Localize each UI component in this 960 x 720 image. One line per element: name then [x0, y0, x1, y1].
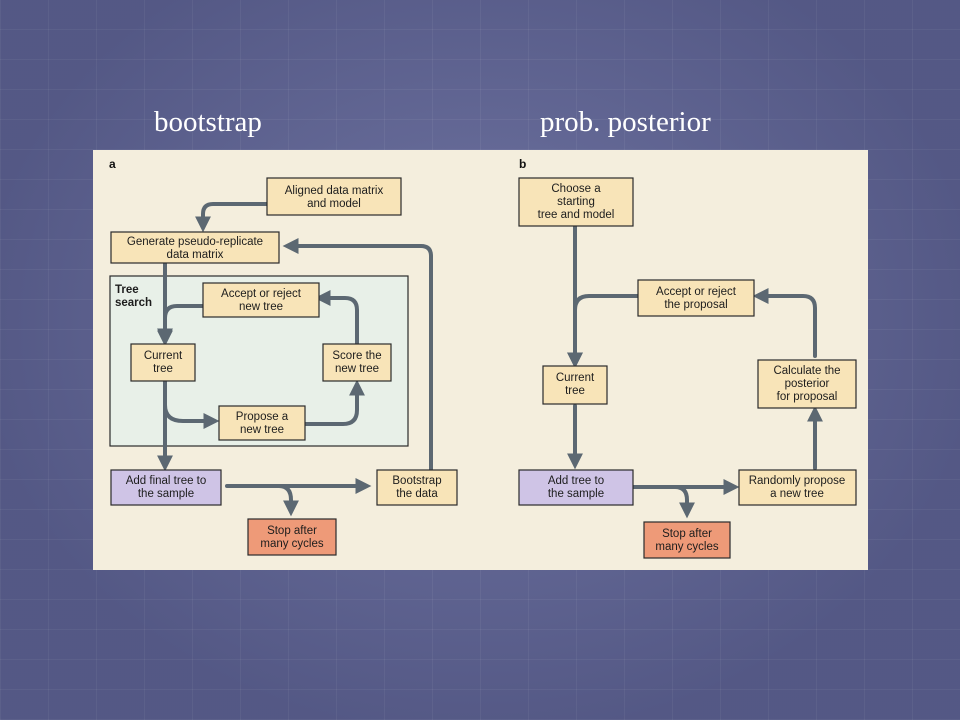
svg-text:and model: and model — [307, 198, 361, 210]
svg-text:new tree: new tree — [335, 363, 379, 375]
svg-text:Stop after: Stop after — [662, 528, 712, 540]
flowchart-figure: a Tree search Aligned data matrix and mo… — [93, 150, 868, 570]
svg-text:Score the: Score the — [332, 350, 381, 362]
svg-text:posterior: posterior — [785, 378, 830, 390]
box-current-tree-a: Current tree — [130, 343, 196, 382]
svg-text:tree: tree — [565, 385, 585, 397]
svg-text:Calculate the: Calculate the — [773, 365, 840, 377]
svg-text:new tree: new tree — [240, 424, 284, 436]
arrow-accept-to-current-b — [567, 294, 640, 369]
arrow-score-to-accept — [314, 290, 359, 348]
svg-text:the sample: the sample — [548, 488, 604, 500]
box-accept-reject-proposal: Accept or reject the proposal — [637, 279, 755, 317]
box-add-tree-sample: Add tree to the sample — [518, 469, 634, 506]
tree-search-label-2: search — [115, 297, 152, 309]
svg-text:the sample: the sample — [138, 488, 194, 500]
svg-text:tree and model: tree and model — [538, 209, 615, 221]
box-calculate-posterior: Calculate the posterior for proposal — [757, 359, 857, 409]
svg-text:a new tree: a new tree — [770, 488, 824, 500]
arrow-calculate-to-accept — [752, 288, 817, 358]
svg-text:data matrix: data matrix — [167, 249, 224, 261]
arrow-current-to-propose — [163, 403, 220, 429]
svg-text:Choose a: Choose a — [551, 183, 601, 195]
arrow-to-stop-b — [673, 485, 695, 519]
box-current-tree-b: Current tree — [542, 365, 608, 405]
svg-text:Accept or reject: Accept or reject — [656, 286, 737, 298]
arrow-to-stop-a — [277, 484, 299, 517]
arrow-bootstrap-to-generate — [282, 238, 433, 472]
svg-text:tree: tree — [153, 363, 173, 375]
tree-search-label-1: Tree — [115, 284, 139, 296]
box-choose-starting-tree: Choose a starting tree and model — [518, 177, 634, 227]
svg-text:Current: Current — [144, 350, 183, 362]
panel-b-letter: b — [519, 157, 526, 171]
panel-a-letter: a — [109, 157, 116, 171]
box-generate-pseudo-replicate: Generate pseudo-replicate data matrix — [110, 231, 280, 264]
slide-title-bootstrap: bootstrap — [154, 106, 262, 138]
box-propose-new-tree: Propose a new tree — [218, 405, 306, 441]
svg-text:new tree: new tree — [239, 301, 283, 313]
svg-text:Randomly propose: Randomly propose — [749, 475, 846, 487]
svg-text:Add final tree to: Add final tree to — [126, 475, 207, 487]
svg-text:Accept or reject: Accept or reject — [221, 288, 302, 300]
svg-text:starting: starting — [557, 196, 595, 208]
svg-text:Aligned data matrix: Aligned data matrix — [285, 185, 384, 197]
svg-text:the proposal: the proposal — [664, 299, 727, 311]
svg-text:many cycles: many cycles — [655, 541, 719, 553]
box-bootstrap-data: Bootstrap the data — [376, 469, 458, 506]
box-score-new-tree: Score the new tree — [322, 343, 392, 382]
box-add-final-tree: Add final tree to the sample — [110, 469, 222, 506]
arrow-accept-to-current — [157, 304, 205, 347]
arrow-propose-to-score — [303, 379, 365, 426]
svg-text:Add tree to: Add tree to — [548, 475, 604, 487]
box-accept-reject-tree: Accept or reject new tree — [202, 282, 320, 318]
box-randomly-propose: Randomly propose a new tree — [738, 469, 857, 506]
box-stop-after-cycles-a: Stop after many cycles — [247, 518, 337, 556]
svg-text:Bootstrap: Bootstrap — [392, 475, 441, 487]
box-aligned-data: Aligned data matrix and model — [266, 177, 402, 216]
flowchart-svg: a Tree search Aligned data matrix and mo… — [109, 157, 857, 559]
arrow-aligned-to-generate — [195, 202, 269, 233]
svg-text:the data: the data — [396, 488, 438, 500]
svg-text:Current: Current — [556, 372, 595, 384]
box-stop-after-cycles-b: Stop after many cycles — [643, 521, 731, 559]
svg-text:Stop after: Stop after — [267, 525, 317, 537]
svg-text:Propose a: Propose a — [236, 411, 289, 423]
slide-title-posterior: prob. posterior — [540, 106, 711, 138]
svg-text:Generate pseudo-replicate: Generate pseudo-replicate — [127, 236, 263, 248]
svg-text:for proposal: for proposal — [777, 391, 838, 403]
svg-text:many cycles: many cycles — [260, 538, 324, 550]
